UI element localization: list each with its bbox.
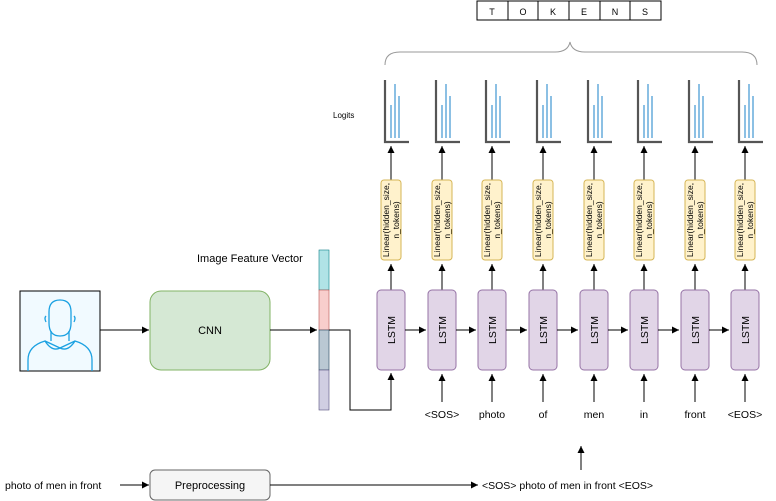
histogram-axis [586, 80, 612, 144]
logits-histogram-icon [484, 80, 510, 144]
linear-layer-label: Linear(hidden_size,n_tokens) [634, 183, 654, 257]
linear-label-line1: Linear(hidden_size, [533, 183, 543, 257]
tokens-header: T O K E N S [476, 0, 662, 21]
linear-layer: Linear(hidden_size,n_tokens) [481, 179, 503, 261]
histogram-axis [535, 80, 561, 144]
token-letter-o: O [519, 7, 526, 17]
lstm-cell: LSTM [427, 289, 457, 371]
lstm-label: LSTM [487, 316, 499, 344]
token-letter-t: T [489, 7, 495, 17]
feature-to-lstm-arrow [329, 329, 395, 411]
linear-label-line2: n_tokens) [644, 201, 654, 238]
linear-layer: Linear(hidden_size,n_tokens) [684, 179, 706, 261]
linear-label-line1: Linear(hidden_size, [634, 183, 644, 257]
input-photo [19, 290, 101, 372]
preprocessing-block: Preprocessing [149, 469, 271, 501]
lstm-label: LSTM [538, 316, 550, 344]
input-words: <SOS> photo of men in front <EOS> [425, 374, 762, 421]
linear-layer: Linear(hidden_size,n_tokens) [431, 179, 453, 261]
image-feature-label: Image Feature Vector [197, 253, 303, 265]
lstm-label: LSTM [437, 316, 449, 344]
tokens-brace [384, 41, 758, 66]
linear-layer-label: Linear(hidden_size,n_tokens) [432, 183, 452, 257]
linear-layer-label: Linear(hidden_size,n_tokens) [482, 183, 502, 257]
histogram-axis [687, 80, 713, 144]
person-icon [27, 299, 93, 371]
input-word: in [640, 409, 648, 421]
linear-layer: Linear(hidden_size,n_tokens) [532, 179, 554, 261]
logits-histograms [383, 80, 763, 144]
logits-histogram-icon [687, 80, 713, 144]
lstm-cell: LSTM [629, 289, 659, 371]
linear-label-line1: Linear(hidden_size, [584, 183, 594, 257]
lstm-label: LSTM [386, 316, 398, 344]
lstm-label: LSTM [740, 316, 752, 344]
linear-label-line2: n_tokens) [492, 201, 502, 238]
linear-label-line1: Linear(hidden_size, [432, 183, 442, 257]
input-word: front [684, 409, 705, 421]
linear-label-line2: n_tokens) [695, 201, 705, 238]
image-feature-vector [318, 249, 330, 411]
lstm-cell: LSTM [579, 289, 609, 371]
cnn-block: CNN [149, 290, 271, 371]
linear-layer: Linear(hidden_size,n_tokens) [380, 179, 402, 261]
lstm-cell: LSTM [730, 289, 760, 371]
linear-label-line2: n_tokens) [391, 201, 401, 238]
lstm-cell: LSTM [680, 289, 710, 371]
input-word: men [584, 409, 605, 421]
linear-layer: Linear(hidden_size,n_tokens) [734, 179, 756, 261]
linear-layer-label: Linear(hidden_size,n_tokens) [381, 183, 401, 257]
linear-layer: Linear(hidden_size,n_tokens) [583, 179, 605, 261]
cnn-label: CNN [198, 325, 222, 337]
logits-histogram-icon [636, 80, 662, 144]
input-word: <SOS> [425, 409, 459, 421]
lstm-label: LSTM [589, 316, 601, 344]
linear-label-line2: n_tokens) [442, 201, 452, 238]
linear-layer: Linear(hidden_size,n_tokens) [633, 179, 655, 261]
processed-caption: <SOS> photo of men in front <EOS> [482, 480, 653, 492]
logits-histogram-icon [535, 80, 561, 144]
lstm-cell: LSTM [528, 289, 558, 371]
linear-label-line1: Linear(hidden_size, [482, 183, 492, 257]
linear-label-line1: Linear(hidden_size, [381, 183, 391, 257]
linear-layer-label: Linear(hidden_size,n_tokens) [685, 183, 705, 257]
linear-layer-label: Linear(hidden_size,n_tokens) [533, 183, 553, 257]
linear-label-line2: n_tokens) [594, 201, 604, 238]
linear-label-line2: n_tokens) [745, 201, 755, 238]
linear-layer-label: Linear(hidden_size,n_tokens) [584, 183, 604, 257]
lstm-cell: LSTM [477, 289, 507, 371]
logits-histogram-icon [586, 80, 612, 144]
logits-histogram-icon [434, 80, 460, 144]
lstm-label: LSTM [690, 316, 702, 344]
histogram-axis [636, 80, 662, 144]
linear-label-line1: Linear(hidden_size, [735, 183, 745, 257]
histogram-axis [484, 80, 510, 144]
token-letter-k: K [550, 7, 556, 17]
linear-label-line2: n_tokens) [543, 201, 553, 238]
preprocessing-label: Preprocessing [175, 480, 245, 492]
linear-layers: Linear(hidden_size,n_tokens)Linear(hidde… [380, 146, 756, 261]
logits-histogram-icon [383, 80, 409, 144]
input-word: <EOS> [728, 409, 762, 421]
input-word: of [539, 409, 548, 421]
token-letter-e: E [581, 7, 587, 17]
logits-label: Logits [333, 111, 354, 120]
histogram-axis [383, 80, 409, 144]
lstm-cell: LSTM [376, 289, 406, 371]
token-letter-n: N [612, 7, 619, 17]
lstm-cells: LSTM LSTM LSTM LSTM LSTM LSTM LSTM LSTM [376, 264, 760, 371]
histogram-axis [737, 80, 763, 144]
raw-caption: photo of men in front [5, 480, 101, 492]
histogram-axis [434, 80, 460, 144]
linear-layer-label: Linear(hidden_size,n_tokens) [735, 183, 755, 257]
linear-label-line1: Linear(hidden_size, [685, 183, 695, 257]
logits-histogram-icon [737, 80, 763, 144]
lstm-label: LSTM [639, 316, 651, 344]
input-word: photo [479, 409, 505, 421]
token-letter-s: S [642, 7, 648, 17]
